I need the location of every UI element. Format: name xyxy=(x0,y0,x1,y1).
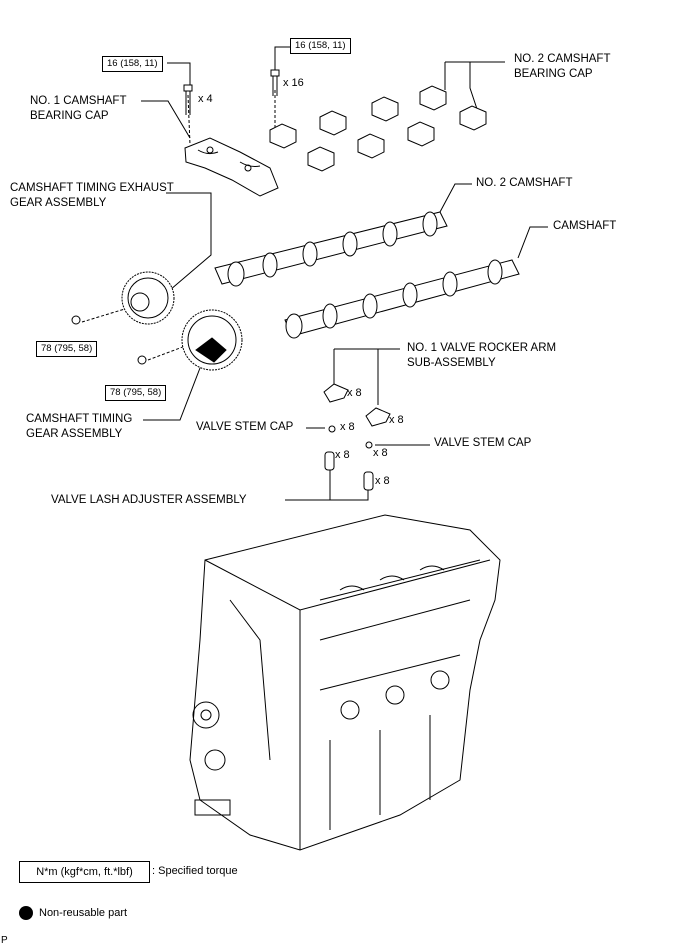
legend-torque-desc: : Specified torque xyxy=(152,865,238,877)
valve-stem-cap-label-left: VALVE STEM CAP xyxy=(196,421,294,433)
torque-exhaust-gear-bolt: 78 (795, 58) xyxy=(36,341,98,357)
camshaft-shape xyxy=(284,259,520,339)
qty-rocker-right: x 8 xyxy=(389,414,404,426)
page-code: P xyxy=(1,935,8,946)
torque-cap1-bolt: 16 (158, 11) xyxy=(102,56,163,72)
valve-stem-caps-shape xyxy=(328,425,373,449)
lash-adjusters-shape xyxy=(324,451,374,491)
no2-camshaft-label: NO. 2 CAMSHAFT xyxy=(476,177,573,189)
timing-gear-shape xyxy=(181,309,243,371)
qty-cap2-bolts: x 16 xyxy=(283,77,304,89)
leader-lines xyxy=(81,46,548,501)
nonreusable-dot-icon xyxy=(19,906,33,920)
qty-cap1-bolts: x 4 xyxy=(198,93,213,105)
no2-camshaft-shape xyxy=(214,211,448,287)
qty-stem-cap-right: x 8 xyxy=(373,447,388,459)
legend-nonreusable: Non-reusable part xyxy=(39,907,128,919)
engine-block-shape xyxy=(189,514,501,851)
torque-timing-gear-bolt: 78 (795, 58) xyxy=(105,385,167,401)
exhaust-gear-shape xyxy=(121,271,175,325)
bearing-cap-bolts xyxy=(71,69,280,365)
valve-lash-adjuster-label: VALVE LASH ADJUSTER ASSEMBLY xyxy=(51,494,247,506)
no2-bearing-caps-shape xyxy=(269,85,487,172)
no1-bearing-cap-shape xyxy=(184,137,279,197)
qty-stem-cap-left: x 8 xyxy=(340,421,355,433)
torque-cap2-bolt: 16 (158, 11) xyxy=(290,38,351,54)
valve-stem-cap-label-right: VALVE STEM CAP xyxy=(434,437,532,449)
legend-torque-box: N*m (kgf*cm, ft.*lbf) xyxy=(19,861,150,883)
qty-rocker-left: x 8 xyxy=(347,387,362,399)
qty-lash-left: x 8 xyxy=(335,449,350,461)
camshaft-label: CAMSHAFT xyxy=(553,220,617,232)
rocker-arms-shape xyxy=(323,383,391,427)
qty-lash-right: x 8 xyxy=(375,475,390,487)
